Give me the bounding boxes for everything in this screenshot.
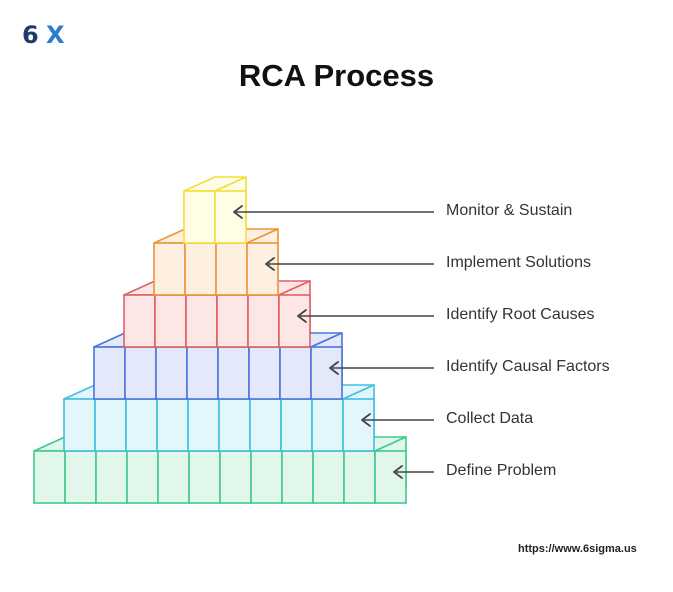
cube-front-left: [157, 450, 190, 504]
cube: [93, 332, 157, 400]
row-5: [63, 384, 375, 452]
cube-front-left: [123, 294, 156, 348]
cube-front-left: [281, 450, 314, 504]
cube-front-left: [185, 294, 218, 348]
cube-front-left: [155, 346, 188, 400]
cube: [123, 280, 187, 348]
cube: [183, 176, 247, 244]
cube-front-left: [187, 398, 220, 452]
arrow-head: [361, 413, 371, 427]
arrow-head: [329, 361, 339, 375]
cube-front-right: [312, 450, 345, 504]
cube: [279, 332, 343, 400]
cube-front-right: [218, 398, 251, 452]
cube-front-right: [126, 450, 159, 504]
cube-front-left: [279, 346, 312, 400]
logo-six: 6: [22, 21, 39, 49]
arrow-head: [265, 257, 275, 271]
cube-front-left: [343, 450, 376, 504]
cube-front-left: [217, 346, 250, 400]
arrow-head: [233, 205, 243, 219]
cube-front-right: [124, 346, 157, 400]
cube: [33, 436, 97, 504]
cube-front-right: [186, 346, 219, 400]
cube-front-left: [219, 450, 252, 504]
arrow-head: [393, 465, 403, 479]
row-3: [123, 280, 311, 348]
cube-front-left: [33, 450, 66, 504]
cube-front-left: [93, 346, 126, 400]
source-url[interactable]: https://www.6sigma.us: [518, 543, 637, 555]
step-label: Define Problem: [446, 462, 557, 479]
page-title: RCA Process: [238, 58, 435, 93]
cube-front-left: [95, 450, 128, 504]
cube-front-right: [94, 398, 127, 452]
cube-front-left: [249, 398, 282, 452]
step-label: Identify Root Causes: [446, 306, 595, 323]
cube-front-left: [125, 398, 158, 452]
cube-front-right: [216, 294, 249, 348]
cube-front-left: [63, 398, 96, 452]
cube-front-right: [188, 450, 221, 504]
cube-front-left: [247, 294, 280, 348]
cube-front-left: [311, 398, 344, 452]
cube-front-right: [64, 450, 97, 504]
logo-x: X: [46, 21, 65, 49]
arrow-head: [297, 309, 307, 323]
cube-front-left: [215, 242, 248, 296]
cube-front-left: [153, 242, 186, 296]
cube-front-right: [184, 242, 217, 296]
logo: 6 X: [22, 21, 72, 49]
cube-front-right: [280, 398, 313, 452]
cube-front-left: [183, 190, 216, 244]
cube-front-right: [156, 398, 189, 452]
step-label: Monitor & Sustain: [446, 202, 573, 219]
step-label: Identify Causal Factors: [446, 358, 610, 375]
row-1: [183, 176, 247, 244]
cube: [343, 436, 407, 504]
step-label: Collect Data: [446, 410, 534, 427]
cube-front-right: [248, 346, 281, 400]
cube-front-right: [250, 450, 283, 504]
cube-front-right: [154, 294, 187, 348]
step-label: Implement Solutions: [446, 254, 591, 271]
cube: [153, 228, 217, 296]
